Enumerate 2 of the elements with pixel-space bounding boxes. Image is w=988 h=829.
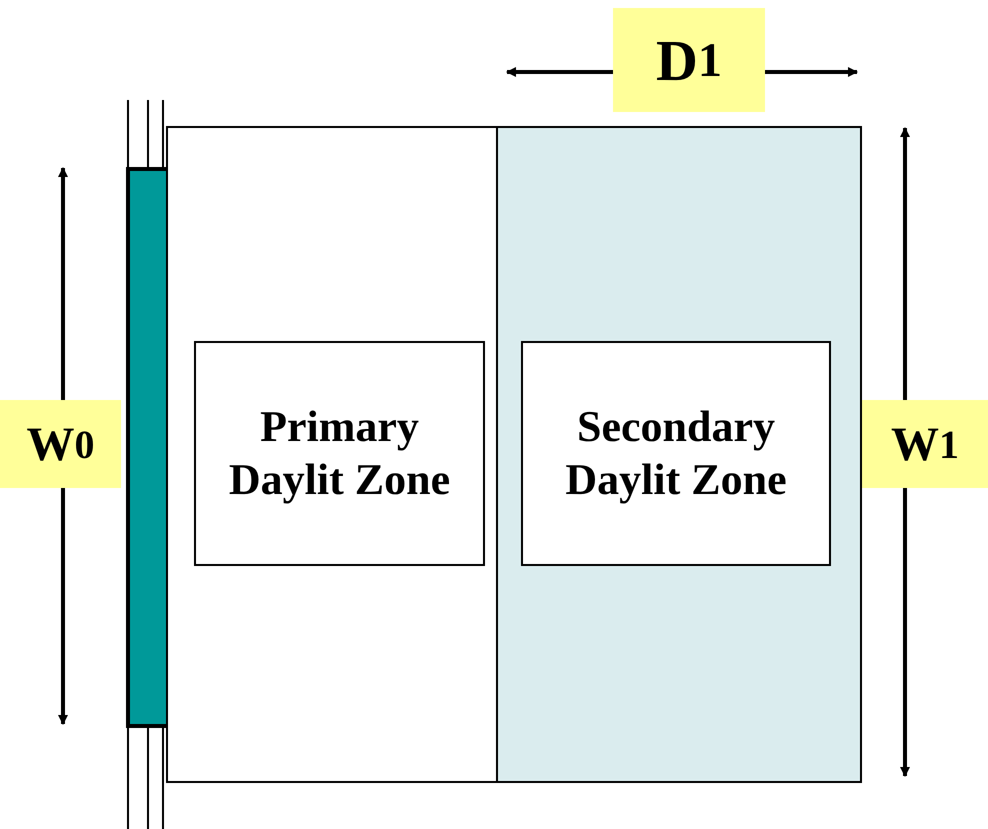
zone-label-box: Secondary Daylit Zone [521,341,831,566]
zone-label-box: Primary Daylit Zone [194,341,485,566]
